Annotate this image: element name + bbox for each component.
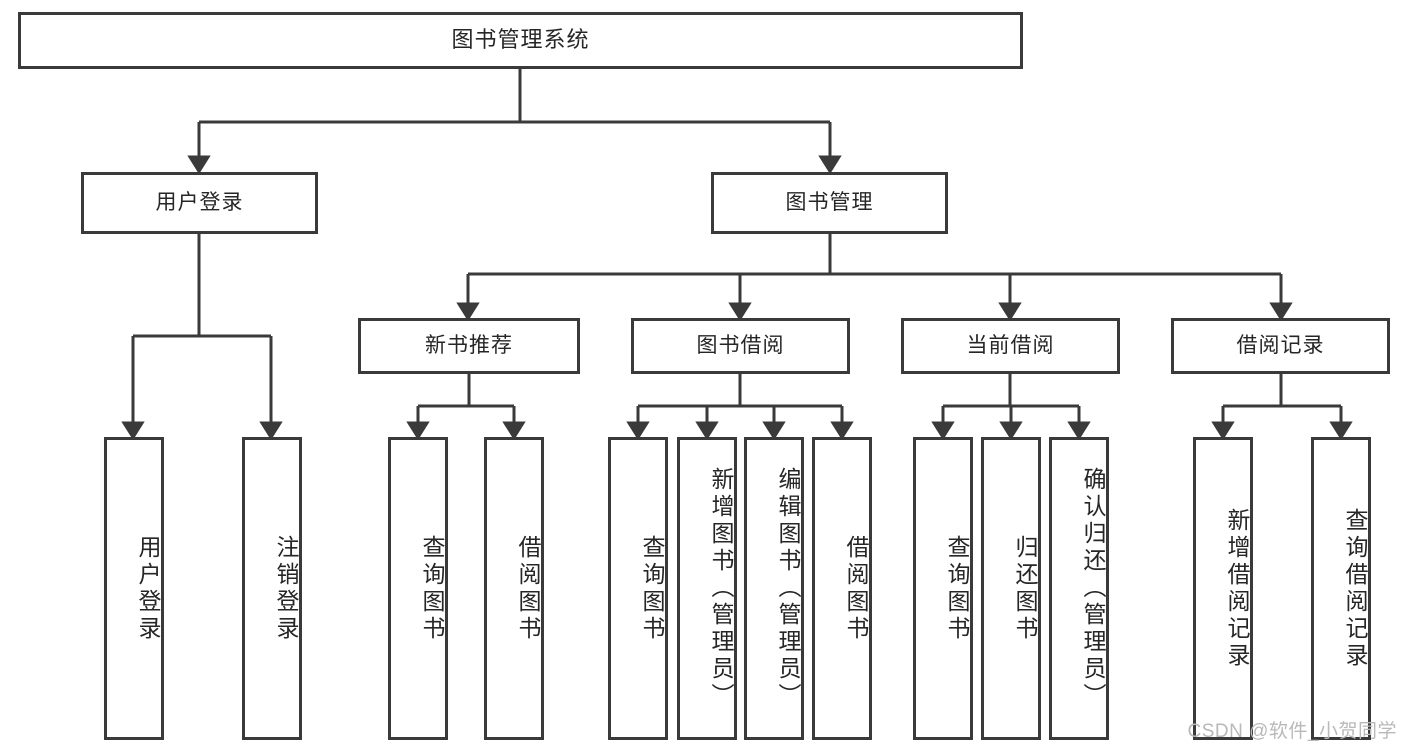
node-leaf-confirm-return-admin-label: 确认归还（管理员） <box>1080 467 1106 710</box>
node-user-login-label: 用户登录 <box>155 191 244 215</box>
node-leaf-return-book-label: 归还图书 <box>1012 534 1038 643</box>
node-leaf-user-login[interactable]: 用户登录 <box>104 437 164 740</box>
node-leaf-query-book-current[interactable]: 查询图书 <box>913 437 973 740</box>
node-leaf-query-borrow-record-label: 查询借阅记录 <box>1342 507 1368 670</box>
node-book-manage[interactable]: 图书管理 <box>711 172 948 234</box>
node-leaf-query-book-rec-label: 查询图书 <box>419 534 445 643</box>
node-book-manage-label: 图书管理 <box>785 191 874 215</box>
watermark: CSDN @软件_小贺同学 <box>1187 721 1397 742</box>
node-borrow-record[interactable]: 借阅记录 <box>1171 318 1390 374</box>
node-book-borrow[interactable]: 图书借阅 <box>631 318 850 374</box>
node-new-book-recommend-label: 新书推荐 <box>425 334 513 358</box>
node-leaf-add-book-admin-label: 新增图书（管理员） <box>708 467 734 710</box>
node-leaf-confirm-return-admin[interactable]: 确认归还（管理员） <box>1049 437 1109 740</box>
node-leaf-user-login-label: 用户登录 <box>135 534 161 643</box>
node-leaf-query-book-current-label: 查询图书 <box>944 534 970 643</box>
node-current-borrow-label: 当前借阅 <box>966 334 1055 358</box>
node-leaf-return-book[interactable]: 归还图书 <box>981 437 1041 740</box>
node-leaf-query-borrow-record[interactable]: 查询借阅记录 <box>1311 437 1371 740</box>
node-new-book-recommend[interactable]: 新书推荐 <box>358 318 580 374</box>
node-book-borrow-label: 图书借阅 <box>696 334 785 358</box>
node-leaf-borrow-book-label: 借阅图书 <box>843 534 869 643</box>
node-leaf-user-logout-label: 注销登录 <box>273 534 299 643</box>
node-leaf-query-book-rec[interactable]: 查询图书 <box>388 437 448 740</box>
node-leaf-borrow-book[interactable]: 借阅图书 <box>812 437 872 740</box>
node-leaf-borrow-book-rec[interactable]: 借阅图书 <box>484 437 544 740</box>
node-leaf-user-logout[interactable]: 注销登录 <box>242 437 302 740</box>
node-leaf-query-book-borrow-label: 查询图书 <box>639 534 665 643</box>
node-root-label: 图书管理系统 <box>451 27 590 53</box>
node-leaf-borrow-book-rec-label: 借阅图书 <box>515 534 541 643</box>
node-leaf-edit-book-admin[interactable]: 编辑图书（管理员） <box>744 437 804 740</box>
node-leaf-edit-book-admin-label: 编辑图书（管理员） <box>775 467 801 710</box>
node-leaf-add-borrow-record[interactable]: 新增借阅记录 <box>1193 437 1253 740</box>
node-leaf-query-book-borrow[interactable]: 查询图书 <box>608 437 668 740</box>
node-root[interactable]: 图书管理系统 <box>18 12 1023 69</box>
node-current-borrow[interactable]: 当前借阅 <box>901 318 1120 374</box>
node-leaf-add-book-admin[interactable]: 新增图书（管理员） <box>677 437 737 740</box>
node-user-login[interactable]: 用户登录 <box>81 172 318 234</box>
node-leaf-add-borrow-record-label: 新增借阅记录 <box>1224 507 1250 670</box>
node-borrow-record-label: 借阅记录 <box>1236 334 1325 358</box>
